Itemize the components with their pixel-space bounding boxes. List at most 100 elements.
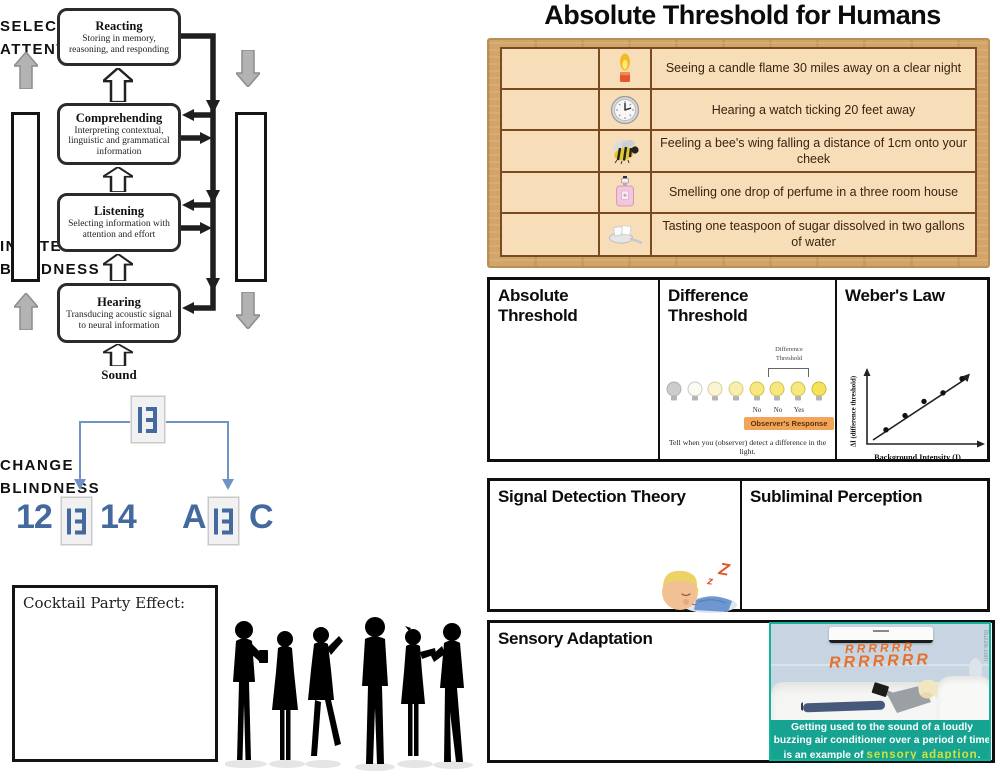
stage-desc: Interpreting contextual, linguistic and … [68, 125, 170, 157]
thirteen-b-glyph [213, 508, 233, 534]
webers-law-header: Weber's Law [845, 286, 945, 305]
person-silhouette [401, 626, 436, 756]
svg-text:Z: Z [716, 559, 731, 580]
wall-panel-line [771, 664, 989, 666]
bee-icon [613, 139, 639, 165]
woman-reading [801, 680, 938, 713]
ambiguous-glyph-box [61, 497, 92, 545]
stage-box-listening: Listening Selecting information with att… [57, 193, 181, 252]
thirteen-b-glyph [66, 508, 86, 534]
stage-desc: Selecting information with attention and… [68, 219, 170, 240]
worksheet-title: Absolute Threshold for Humans [544, 0, 941, 30]
threshold-text: Seeing a candle flame 30 miles away on a… [665, 61, 962, 76]
candle-icon [620, 53, 630, 82]
stage-title: Reacting [95, 18, 143, 33]
threshold-text: Hearing a watch ticking 20 feet away [711, 102, 916, 117]
threshold-text: Smelling one drop of perfume in a three … [668, 185, 959, 200]
cocktail-party-box[interactable]: Cocktail Party Effect: [12, 585, 218, 762]
watermark-text: Buzzle.com [982, 630, 988, 662]
couch-armrest [937, 676, 989, 726]
sensory-adaptation-header: Sensory Adaptation [498, 629, 653, 648]
party-silhouettes [225, 617, 473, 771]
observer-response-value: No [752, 406, 762, 414]
icon-cell [600, 90, 652, 130]
threshold-text: Tasting one teaspoon of sugar dissolved … [662, 219, 965, 250]
answer-cell[interactable] [502, 90, 600, 130]
stage-box-comprehending: Comprehending Interpreting contextual, l… [57, 103, 181, 165]
stage-title: Listening [93, 204, 144, 219]
gray-down-arrow-icon [236, 50, 260, 87]
feedback-answer-box-right[interactable] [235, 112, 267, 282]
gray-down-arrow-icon [236, 292, 260, 329]
absolute-threshold-box[interactable]: Absolute Threshold [490, 280, 658, 459]
bulb-icon [687, 381, 703, 401]
stage-desc: Transducing acoustic signal to neural in… [66, 309, 172, 331]
bracket-shape [768, 368, 809, 377]
table-row: Feeling a bee's wing falling a distance … [502, 131, 975, 173]
signal-subliminal-box: Signal Detection Theory Subliminal Perce… [487, 478, 990, 612]
bulb-icon [707, 381, 723, 401]
bulb-sequence [666, 380, 827, 402]
caption-line: buzzing air conditioner over a period of… [773, 734, 991, 746]
difference-threshold-bracket-label: Difference Threshold [775, 346, 803, 362]
flow-connector-graphics [181, 33, 220, 314]
webers-law-box[interactable]: Weber's Law ΔI (difference threshold) Ba… [835, 280, 987, 462]
weber-graph [863, 368, 985, 448]
ambiguous-glyph-box [131, 396, 165, 443]
observer-response-value: Yes [793, 406, 805, 414]
observer-response-badge: Observer's Response [744, 417, 834, 430]
bulb-icon [749, 381, 765, 401]
vase [969, 658, 982, 680]
threshold-concepts-box: Absolute Threshold Difference Threshold … [487, 277, 990, 462]
threshold-table: Seeing a candle flame 30 miles away on a… [487, 38, 990, 268]
sugar-icon [609, 225, 642, 245]
signal-detection-header: Signal Detection Theory [498, 487, 686, 506]
caption-highlight: sensory adaption [866, 748, 978, 761]
up-arrow-icon [103, 68, 133, 102]
branch-lines [74, 421, 234, 490]
answer-cell[interactable] [502, 131, 600, 171]
sleeping-boy-illustration: Z z [662, 559, 737, 613]
answer-cell[interactable] [502, 172, 600, 212]
stage-box-hearing: Hearing Transducing acoustic signal to n… [57, 283, 181, 343]
sequence-letter: C [249, 498, 274, 536]
caption-line: is an example of sensory adaption. [783, 748, 981, 761]
svg-text:z: z [706, 575, 715, 588]
person-silhouette [272, 631, 298, 760]
bulb-icon [666, 381, 682, 401]
answer-cell[interactable] [502, 213, 600, 255]
difference-threshold-box[interactable]: Difference Threshold Difference Threshol… [658, 280, 835, 459]
subliminal-perception-box[interactable]: Subliminal Perception [740, 481, 987, 609]
table-row: Seeing a candle flame 30 miles away on a… [502, 49, 975, 91]
difference-threshold-header: Difference Threshold [668, 286, 749, 325]
watch-icon [610, 95, 640, 124]
up-arrow-icon [103, 254, 133, 281]
icon-cell [600, 172, 652, 212]
difference-figure-caption: Tell when you (observer) detect a differ… [668, 438, 827, 456]
stage-title: Hearing [97, 294, 141, 309]
weber-data-points [883, 375, 965, 433]
icon-cell [600, 49, 652, 89]
subliminal-perception-header: Subliminal Perception [750, 487, 923, 506]
caption-line: Getting used to the sound of a loudly [791, 722, 973, 733]
sensory-adaptation-image: RRRRRR RRRRRRR Getting used to the sound… [769, 622, 991, 761]
stage-box-reacting: Reacting Storing in memory, reasoning, a… [57, 8, 181, 66]
feedback-answer-box-left[interactable] [11, 112, 40, 282]
observer-response-value: No [773, 406, 783, 414]
gray-up-arrow-icon [14, 52, 38, 89]
bulb-icon [769, 381, 785, 401]
sequence-number: 12 [16, 498, 53, 536]
up-arrow-icon [103, 167, 133, 192]
bulb-icon [728, 381, 744, 401]
table-row: Hearing a watch ticking 20 feet away [502, 90, 975, 132]
stage-title: Comprehending [75, 110, 163, 125]
bulb-icon [790, 381, 806, 401]
circle-change-blindness[interactable]: ChangeBlindness [0, 455, 205, 659]
table-row: Tasting one teaspoon of sugar dissolved … [502, 213, 975, 255]
cocktail-party-label: Cocktail Party Effect: [23, 594, 186, 612]
signal-detection-box[interactable]: Signal Detection Theory [490, 481, 740, 609]
stage-desc: Storing in memory, reasoning, and respon… [69, 33, 169, 55]
answer-cell[interactable] [502, 49, 600, 89]
sensory-image-caption: Getting used to the sound of a loudly bu… [771, 720, 991, 761]
